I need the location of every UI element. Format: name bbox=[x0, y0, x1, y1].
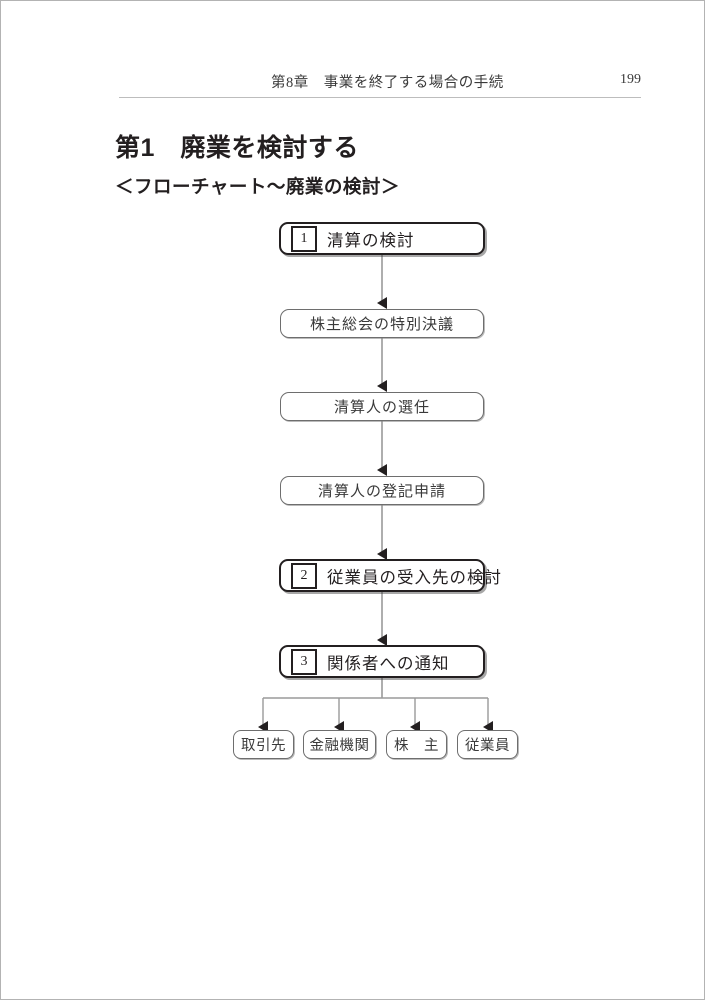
page-title: 第1 廃業を検討する bbox=[115, 134, 359, 162]
flow-leaf-2-label: 金融機関 bbox=[309, 738, 370, 754]
page-subtitle: ＜フローチャート～廃業の検討＞ bbox=[115, 176, 400, 197]
page-number: 199 bbox=[620, 72, 641, 87]
flow-node-2-label: 株主総会の特別決議 bbox=[309, 316, 454, 333]
flow-node-5-label: 従業員の受入先の検討 bbox=[327, 568, 502, 587]
flow-node-1-badge: 1 bbox=[291, 225, 317, 252]
flow-leaf-3: 株 主 bbox=[386, 730, 447, 759]
header-rule bbox=[119, 97, 641, 98]
flow-leaf-3-label: 株 主 bbox=[394, 738, 439, 754]
flow-node-5: 2 従業員の受入先の検討 bbox=[279, 559, 501, 592]
flow-node-3-label: 清算人の選任 bbox=[333, 399, 430, 416]
flow-leaf-1-label: 取引先 bbox=[241, 738, 286, 754]
flow-leaf-4: 従業員 bbox=[457, 730, 518, 759]
flow-node-3: 清算人の選任 bbox=[280, 392, 484, 421]
flow-node-4: 清算人の登記申請 bbox=[280, 476, 484, 505]
flow-node-6-badge: 3 bbox=[291, 648, 317, 675]
flow-leaf-2: 金融機関 bbox=[303, 730, 376, 759]
flow-leaf-1: 取引先 bbox=[233, 730, 294, 759]
flow-node-2: 株主総会の特別決議 bbox=[280, 309, 484, 338]
flow-node-4-label: 清算人の登記申請 bbox=[317, 483, 446, 500]
running-head-title: 第8章 事業を終了する場合の手続 bbox=[271, 75, 504, 91]
flow-leaf-4-label: 従業員 bbox=[465, 738, 510, 754]
flow-node-1: 1 清算の検討 bbox=[279, 222, 485, 255]
flow-node-6: 3 関係者への通知 bbox=[279, 645, 485, 678]
flow-node-1-label: 清算の検討 bbox=[327, 231, 415, 250]
flow-node-6-label: 関係者への通知 bbox=[327, 654, 450, 673]
flow-node-5-badge: 2 bbox=[291, 562, 317, 589]
running-head: 第8章 事業を終了する場合の手続 199 bbox=[119, 71, 641, 93]
